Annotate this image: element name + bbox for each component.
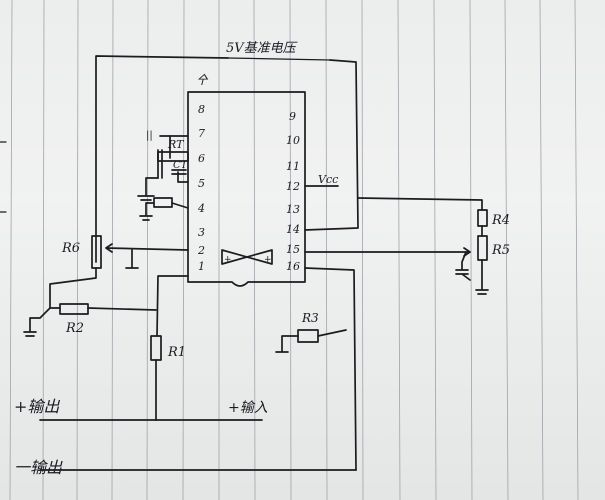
pin-12: 12 <box>286 180 300 193</box>
pin-13: 13 <box>286 203 300 216</box>
r2-resistor-group: R2 <box>49 303 157 336</box>
output-positive-label: +输出 <box>14 397 60 416</box>
r3-label: R3 <box>301 311 319 325</box>
r6-label: R6 <box>61 241 80 256</box>
pin-2: 2 <box>197 244 205 257</box>
left-pin-numbers: 8 7 6 5 4 3 2 1 <box>197 103 205 273</box>
pin-1: 1 <box>198 260 205 273</box>
r1-resistor-group: R1 <box>150 275 189 421</box>
pin-5: 5 <box>198 177 205 190</box>
pin-10: 10 <box>286 134 300 147</box>
output-negative-label: 一输出 <box>14 458 63 477</box>
rt-resistor <box>157 151 189 162</box>
timing-network: || RT CT <box>137 130 189 221</box>
r1-body <box>150 335 162 361</box>
r6-potentiometer: R6 <box>23 235 189 337</box>
r4-label: R4 <box>491 213 510 228</box>
pin-7: 7 <box>198 127 205 140</box>
r1-label: R1 <box>167 345 186 360</box>
pin-6: 6 <box>198 152 205 165</box>
reference-voltage-label: 5V基准电压 <box>226 41 298 56</box>
vcc-label: Vcc <box>318 173 338 186</box>
r2-body <box>59 303 89 315</box>
ct-label: CT <box>173 160 189 171</box>
pin-3: 3 <box>198 226 205 239</box>
r5-body <box>477 235 488 261</box>
chip-mark: 㐃 <box>196 73 209 87</box>
rt-label: RT <box>167 138 185 151</box>
input-positive-label: +输入 <box>228 400 268 416</box>
pin-8: 8 <box>198 103 205 116</box>
pin-4: 4 <box>197 202 205 215</box>
pin-16: 16 <box>286 260 300 273</box>
pin4-resistor <box>153 197 173 208</box>
cap-mark-7: || <box>146 130 153 141</box>
r3-body <box>297 329 319 343</box>
svg-text:+: + <box>264 255 272 265</box>
svg-text:+: + <box>224 255 232 265</box>
ic-chip: 㐃 + + <box>187 73 306 287</box>
pin-11: 11 <box>286 160 300 173</box>
r4-body <box>477 209 488 227</box>
r4-r5-branch: R4 R5 <box>304 197 510 295</box>
pin-15: 15 <box>286 243 300 256</box>
pin-9: 9 <box>289 110 296 123</box>
pin-14: 14 <box>286 223 300 236</box>
r5-label: R5 <box>491 243 510 258</box>
r3-resistor-group: R3 <box>275 267 357 471</box>
reference-voltage-wire: 5V基准电压 <box>95 41 359 263</box>
right-pin-numbers: 9 10 11 12 13 14 15 16 <box>286 110 300 273</box>
r2-label: R2 <box>65 321 84 336</box>
